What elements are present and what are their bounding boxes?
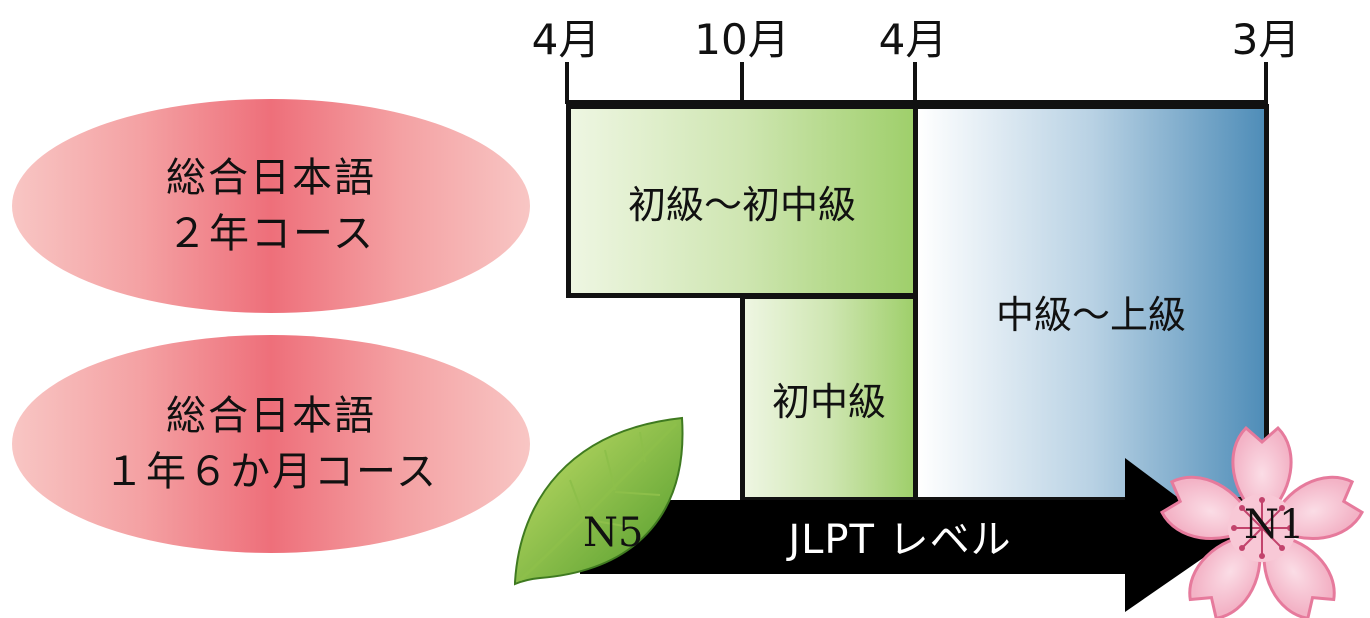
month-label-april-mid: 4月: [878, 15, 948, 64]
jlpt-arrow: [580, 458, 1232, 612]
jlpt-level-n1: N1: [1244, 502, 1305, 548]
intermediate-advanced-label: 中級〜上級: [995, 293, 1186, 337]
course-1-year-6-months-line2: １年６か月コース: [104, 449, 438, 495]
leaf-icon: [514, 416, 684, 586]
jlpt-level-label: JLPT レベル: [788, 517, 1012, 563]
pre-intermediate-label: 初中級: [771, 379, 886, 424]
jlpt-level-n5: N5: [583, 510, 644, 556]
course-2-year: 総合日本語 ２年コース: [12, 99, 530, 313]
course-2-year-line1: 総合日本語: [166, 155, 376, 201]
pre-intermediate-box: 初中級: [740, 294, 918, 502]
intermediate-advanced-box: 中級〜上級: [913, 104, 1269, 502]
month-label-march-end: 3月: [1231, 15, 1301, 64]
beginner-box: 初級〜初中級: [566, 104, 918, 298]
course-1-year-6-months: 総合日本語 １年６か月コース: [12, 335, 530, 553]
course-2-year-line2: ２年コース: [167, 211, 375, 257]
beginner-label: 初級〜初中級: [627, 182, 856, 227]
month-label-april-start: 4月: [531, 15, 601, 64]
month-label-october: 10月: [694, 15, 790, 64]
course-1-year-6-months-line1: 総合日本語: [166, 393, 376, 439]
sakura-flower-icon: [1159, 425, 1365, 618]
